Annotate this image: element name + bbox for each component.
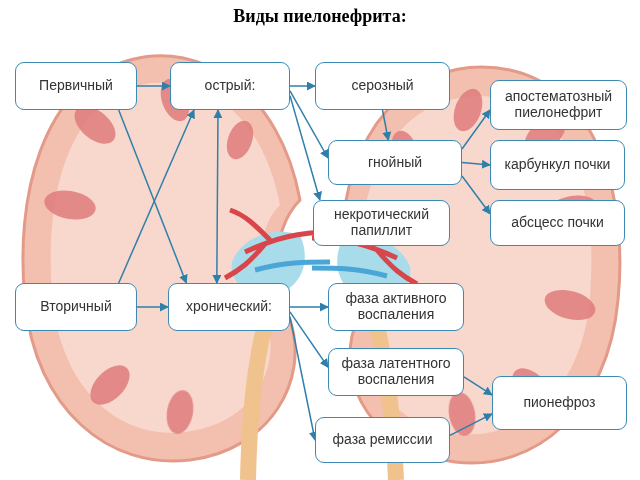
flow-arrow (217, 110, 218, 283)
box-label: Вторичный (40, 299, 111, 315)
process-box: карбункул почки (490, 140, 625, 190)
box-label: фаза активного воспаления (335, 291, 457, 322)
flow-arrow (137, 85, 170, 87)
process-box: фаза латентного воспаления (328, 348, 464, 396)
process-box: абсцесс почки (490, 200, 625, 246)
process-box: хронический: (168, 283, 290, 331)
flow-arrow (383, 110, 389, 140)
process-box: апостематозный пиелонефрит (490, 80, 627, 130)
flow-arrow (137, 306, 168, 308)
flow-arrow (290, 317, 315, 440)
box-label: фаза латентного воспаления (335, 356, 457, 387)
flow-arrow (450, 414, 492, 436)
process-box: Первичный (15, 62, 137, 110)
process-box: гнойный (328, 140, 462, 185)
flow-arrow (290, 96, 320, 200)
process-box: фаза ремиссии (315, 417, 450, 463)
box-label: Первичный (39, 78, 113, 94)
flow-arrow (119, 110, 187, 283)
flow-arrow (290, 306, 328, 308)
box-label: абсцесс почки (511, 215, 603, 231)
box-label: острый: (205, 78, 256, 94)
left-kidney (23, 56, 330, 480)
box-label: фаза ремиссии (333, 432, 433, 448)
diagram-title: Виды пиелонефрита: (0, 6, 640, 27)
flow-arrow (290, 312, 328, 367)
process-box: Вторичный (15, 283, 137, 331)
process-box: пионефроз (492, 376, 627, 430)
flow-arrow (464, 377, 492, 395)
box-label: некротический папиллит (320, 207, 443, 238)
box-label: апостематозный пиелонефрит (497, 89, 620, 120)
flow-arrow (462, 110, 490, 149)
flow-arrow (290, 85, 315, 87)
flow-arrow (119, 110, 194, 283)
box-label: серозный (351, 78, 413, 94)
flow-arrow (462, 176, 490, 214)
box-label: карбункул почки (505, 157, 611, 173)
flow-arrow (462, 163, 490, 166)
box-label: хронический: (186, 299, 272, 315)
process-box: фаза активного воспаления (328, 283, 464, 331)
box-label: гнойный (368, 155, 422, 171)
process-box: острый: (170, 62, 290, 110)
process-box: серозный (315, 62, 450, 110)
process-box: некротический папиллит (313, 200, 450, 246)
box-label: пионефроз (523, 395, 595, 411)
